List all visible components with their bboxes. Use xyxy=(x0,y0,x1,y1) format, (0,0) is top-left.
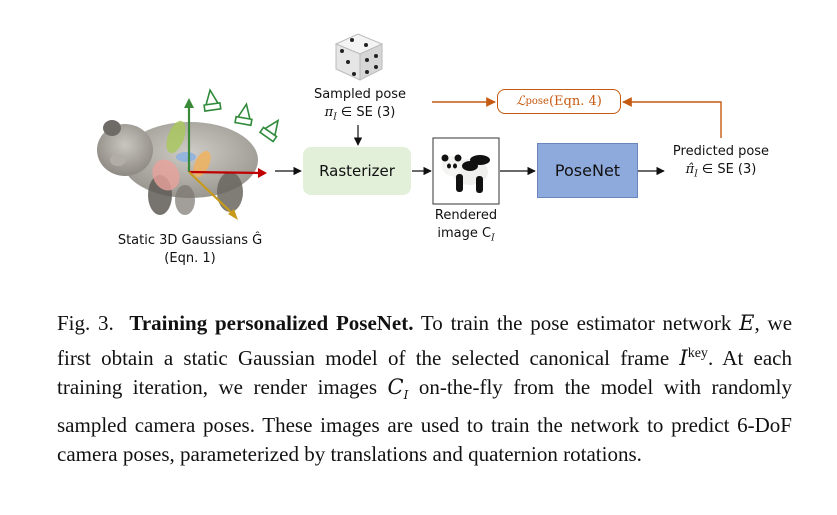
coordinate-axes xyxy=(184,98,267,220)
flow-arrows xyxy=(275,125,665,176)
rasterizer-label: Rasterizer xyxy=(319,162,395,180)
posenet-label: PoseNet xyxy=(554,161,621,180)
figure-caption: Fig. 3. Training personalized PoseNet. T… xyxy=(57,311,793,467)
predicted-pose-label: Predicted pose π̂I ∈ SE (3) xyxy=(672,144,770,180)
figure-canvas xyxy=(97,33,722,220)
sampled-pose-label: Sampled pose πI ∈ SE (3) xyxy=(313,87,407,123)
gaussian-panda-image xyxy=(97,120,258,215)
rasterizer-block: Rasterizer xyxy=(303,147,411,195)
caption-fig-label: Fig. 3. xyxy=(57,311,114,335)
loss-arrows xyxy=(432,97,722,138)
caption-title: Training personalized PoseNet. xyxy=(129,311,414,335)
gaussians-label: Static 3D Gaussians Ĝ (Eqn. 1) xyxy=(117,233,263,266)
rendered-image-label: Rendered image CI xyxy=(434,208,498,244)
posenet-block: PoseNet xyxy=(537,143,638,198)
camera-frustum-icons xyxy=(203,88,280,143)
rendered-image-thumbnail xyxy=(432,137,500,205)
dice-icon xyxy=(334,33,384,81)
